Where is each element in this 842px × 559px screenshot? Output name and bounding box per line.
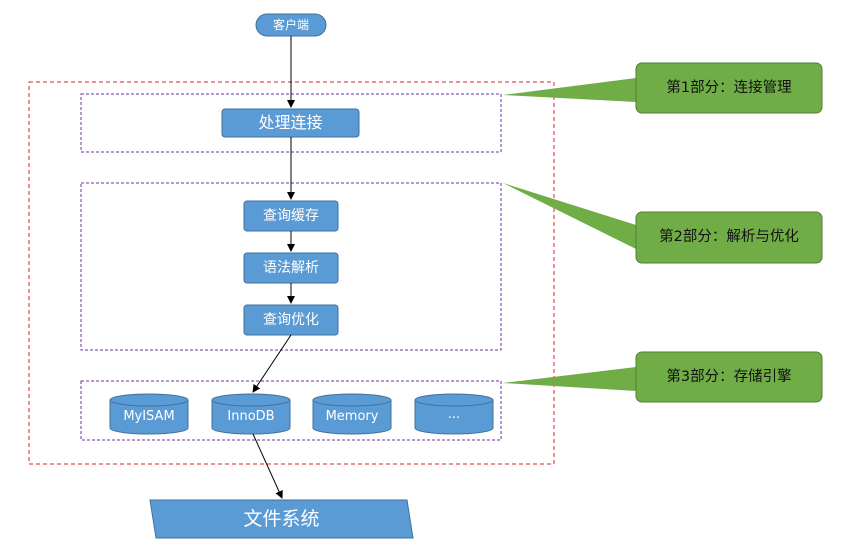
engine-myisam <box>109 393 189 435</box>
callout-pointer-1 <box>503 78 636 102</box>
arrow-optimizer-to-innodb <box>252 334 292 393</box>
filesystem-node <box>149 499 414 539</box>
callout-pointer-2 <box>503 183 636 249</box>
callout-pointer-3 <box>503 367 636 391</box>
query-cache-node <box>243 200 339 232</box>
section-storage-engines <box>80 380 502 441</box>
engine-memory <box>312 393 392 435</box>
arrow-innodb-to-filesystem <box>252 433 283 499</box>
parser-node <box>243 252 339 284</box>
engine-more <box>414 393 494 435</box>
engine-innodb <box>211 393 291 435</box>
callout-box-3 <box>635 351 823 403</box>
callout-box-2 <box>635 211 823 264</box>
client-node <box>255 13 327 37</box>
connection-node <box>221 108 360 138</box>
callout-box-1 <box>635 62 823 114</box>
optimizer-node <box>243 304 339 336</box>
